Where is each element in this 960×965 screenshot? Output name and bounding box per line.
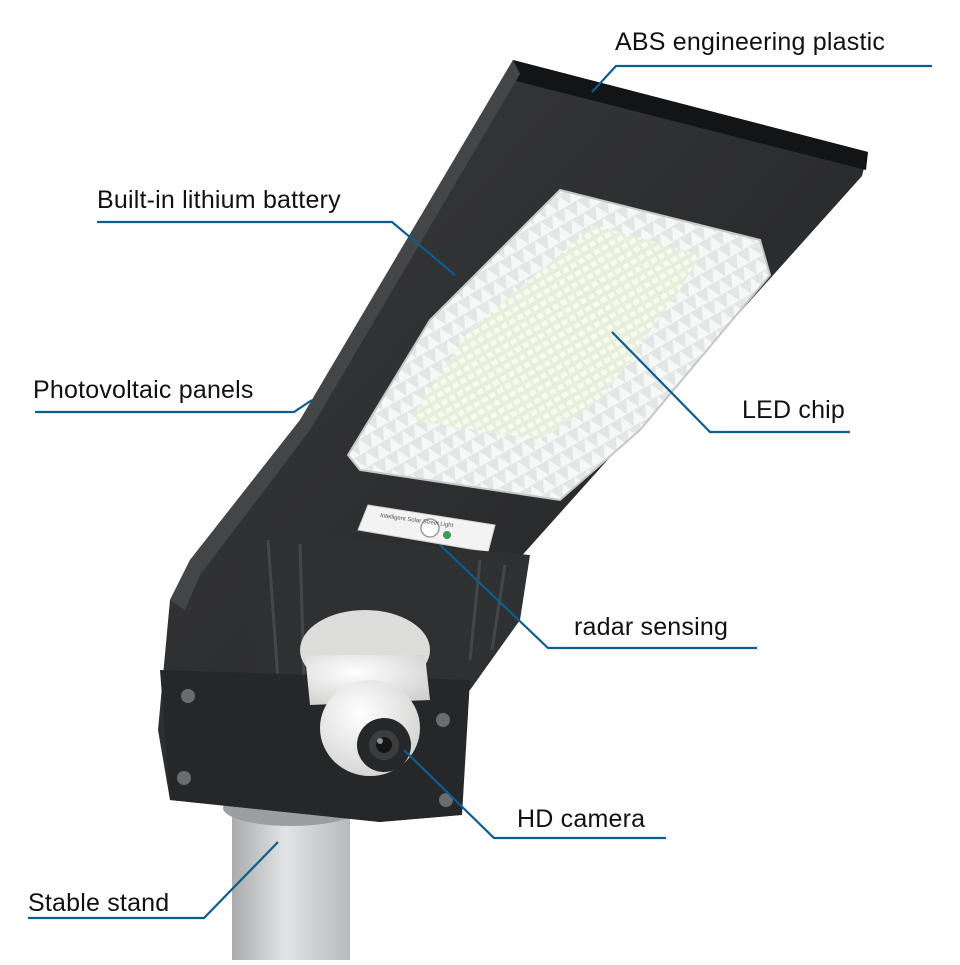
- callout-photovoltaic: Photovoltaic panels: [33, 376, 254, 404]
- leader-radar: [439, 544, 757, 650]
- callout-stand: Stable stand: [28, 889, 170, 917]
- leader-stand: [28, 841, 279, 920]
- leader-photovoltaic: [35, 399, 313, 414]
- leader-camera: [403, 749, 666, 840]
- callout-led-chip: LED chip: [742, 396, 846, 424]
- led-chip-array: [346, 188, 772, 502]
- leader-abs-plastic: [591, 64, 932, 93]
- leader-battery: [97, 220, 456, 276]
- callout-leader-lines: [28, 64, 932, 920]
- hd-camera: [300, 610, 430, 776]
- callout-radar: radar sensing: [574, 613, 729, 641]
- callout-battery: Built-in lithium battery: [97, 186, 341, 214]
- radar-sensor-plate: Intelligent Solar Street Light: [357, 504, 496, 553]
- callout-camera: HD camera: [517, 805, 646, 833]
- callout-abs-plastic: ABS engineering plastic: [615, 28, 886, 56]
- leader-led-chip: [611, 331, 850, 434]
